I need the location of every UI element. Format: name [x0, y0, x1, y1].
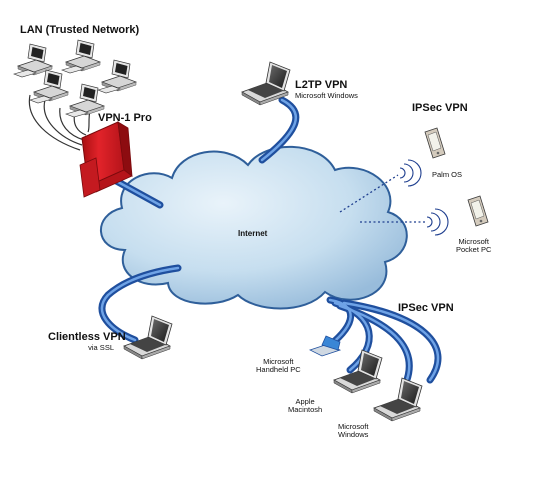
- vpn1-pro-firewall: [79, 121, 133, 198]
- lan-computers: [13, 39, 137, 118]
- mswin-line1: Microsoft: [338, 422, 369, 431]
- lan-title: LAN (Trusted Network): [20, 24, 140, 36]
- clientless-subtitle: via SSL: [88, 342, 114, 352]
- l2tp-title: L2TP VPN: [295, 79, 348, 91]
- vpn1-pro-label: VPN-1 Pro: [98, 112, 152, 124]
- pocket-pc-line1: Microsoft: [458, 237, 489, 246]
- apple-line2: Macintosh: [288, 404, 323, 414]
- pocket-pc-pda: [467, 195, 489, 227]
- wireless-waves: [399, 159, 449, 236]
- ipsec-top-label: IPSec VPN: [412, 102, 468, 114]
- vpn-tunnels: [96, 96, 442, 389]
- mswin-label: Microsoft Windows: [338, 423, 368, 439]
- palm-pda: [424, 127, 446, 159]
- pocket-pc-label: Microsoft Pocket PC: [456, 238, 491, 254]
- l2tp-label: L2TP VPN Microsoft Windows: [295, 79, 358, 100]
- tunnel-clientless-hl: [100, 266, 180, 342]
- clientless-title: Clientless VPN: [48, 331, 126, 343]
- windows-laptop: [373, 377, 423, 422]
- tunnel-ipsec-3-hl: [338, 304, 411, 387]
- lan-computer-4: [29, 69, 69, 104]
- apple-laptop: [333, 349, 383, 394]
- handheld-line1: Microsoft: [263, 357, 294, 366]
- handheld-line2: Handheld PC: [256, 364, 301, 374]
- apple-line1: Apple: [295, 397, 315, 406]
- wireless-links: [339, 174, 425, 223]
- l2tp-subtitle: Microsoft Windows: [295, 90, 358, 100]
- palm-os-label: Palm OS: [432, 170, 463, 179]
- internet-label: Internet: [238, 229, 268, 238]
- tunnel-ipsec-4-hl: [342, 301, 440, 382]
- tunnel-ipsec-1-hl: [328, 298, 352, 347]
- lan-computer-2: [61, 39, 101, 74]
- handheld-label: Microsoft Handheld PC: [256, 358, 301, 374]
- handheld-pc: [308, 335, 342, 357]
- tunnel-l2tp-hl: [260, 98, 298, 162]
- lan-cables: [28, 94, 91, 151]
- pocket-pc-line2: Pocket PC: [456, 244, 492, 254]
- lan-computer-3: [97, 59, 137, 94]
- clientless-label: Clientless VPN via SSL: [48, 331, 126, 352]
- internet-cloud: [100, 145, 408, 310]
- ipsec-bottom-label: IPSec VPN: [398, 302, 454, 314]
- apple-label: Apple Macintosh: [288, 398, 322, 414]
- mswin-line2: Windows: [338, 429, 369, 439]
